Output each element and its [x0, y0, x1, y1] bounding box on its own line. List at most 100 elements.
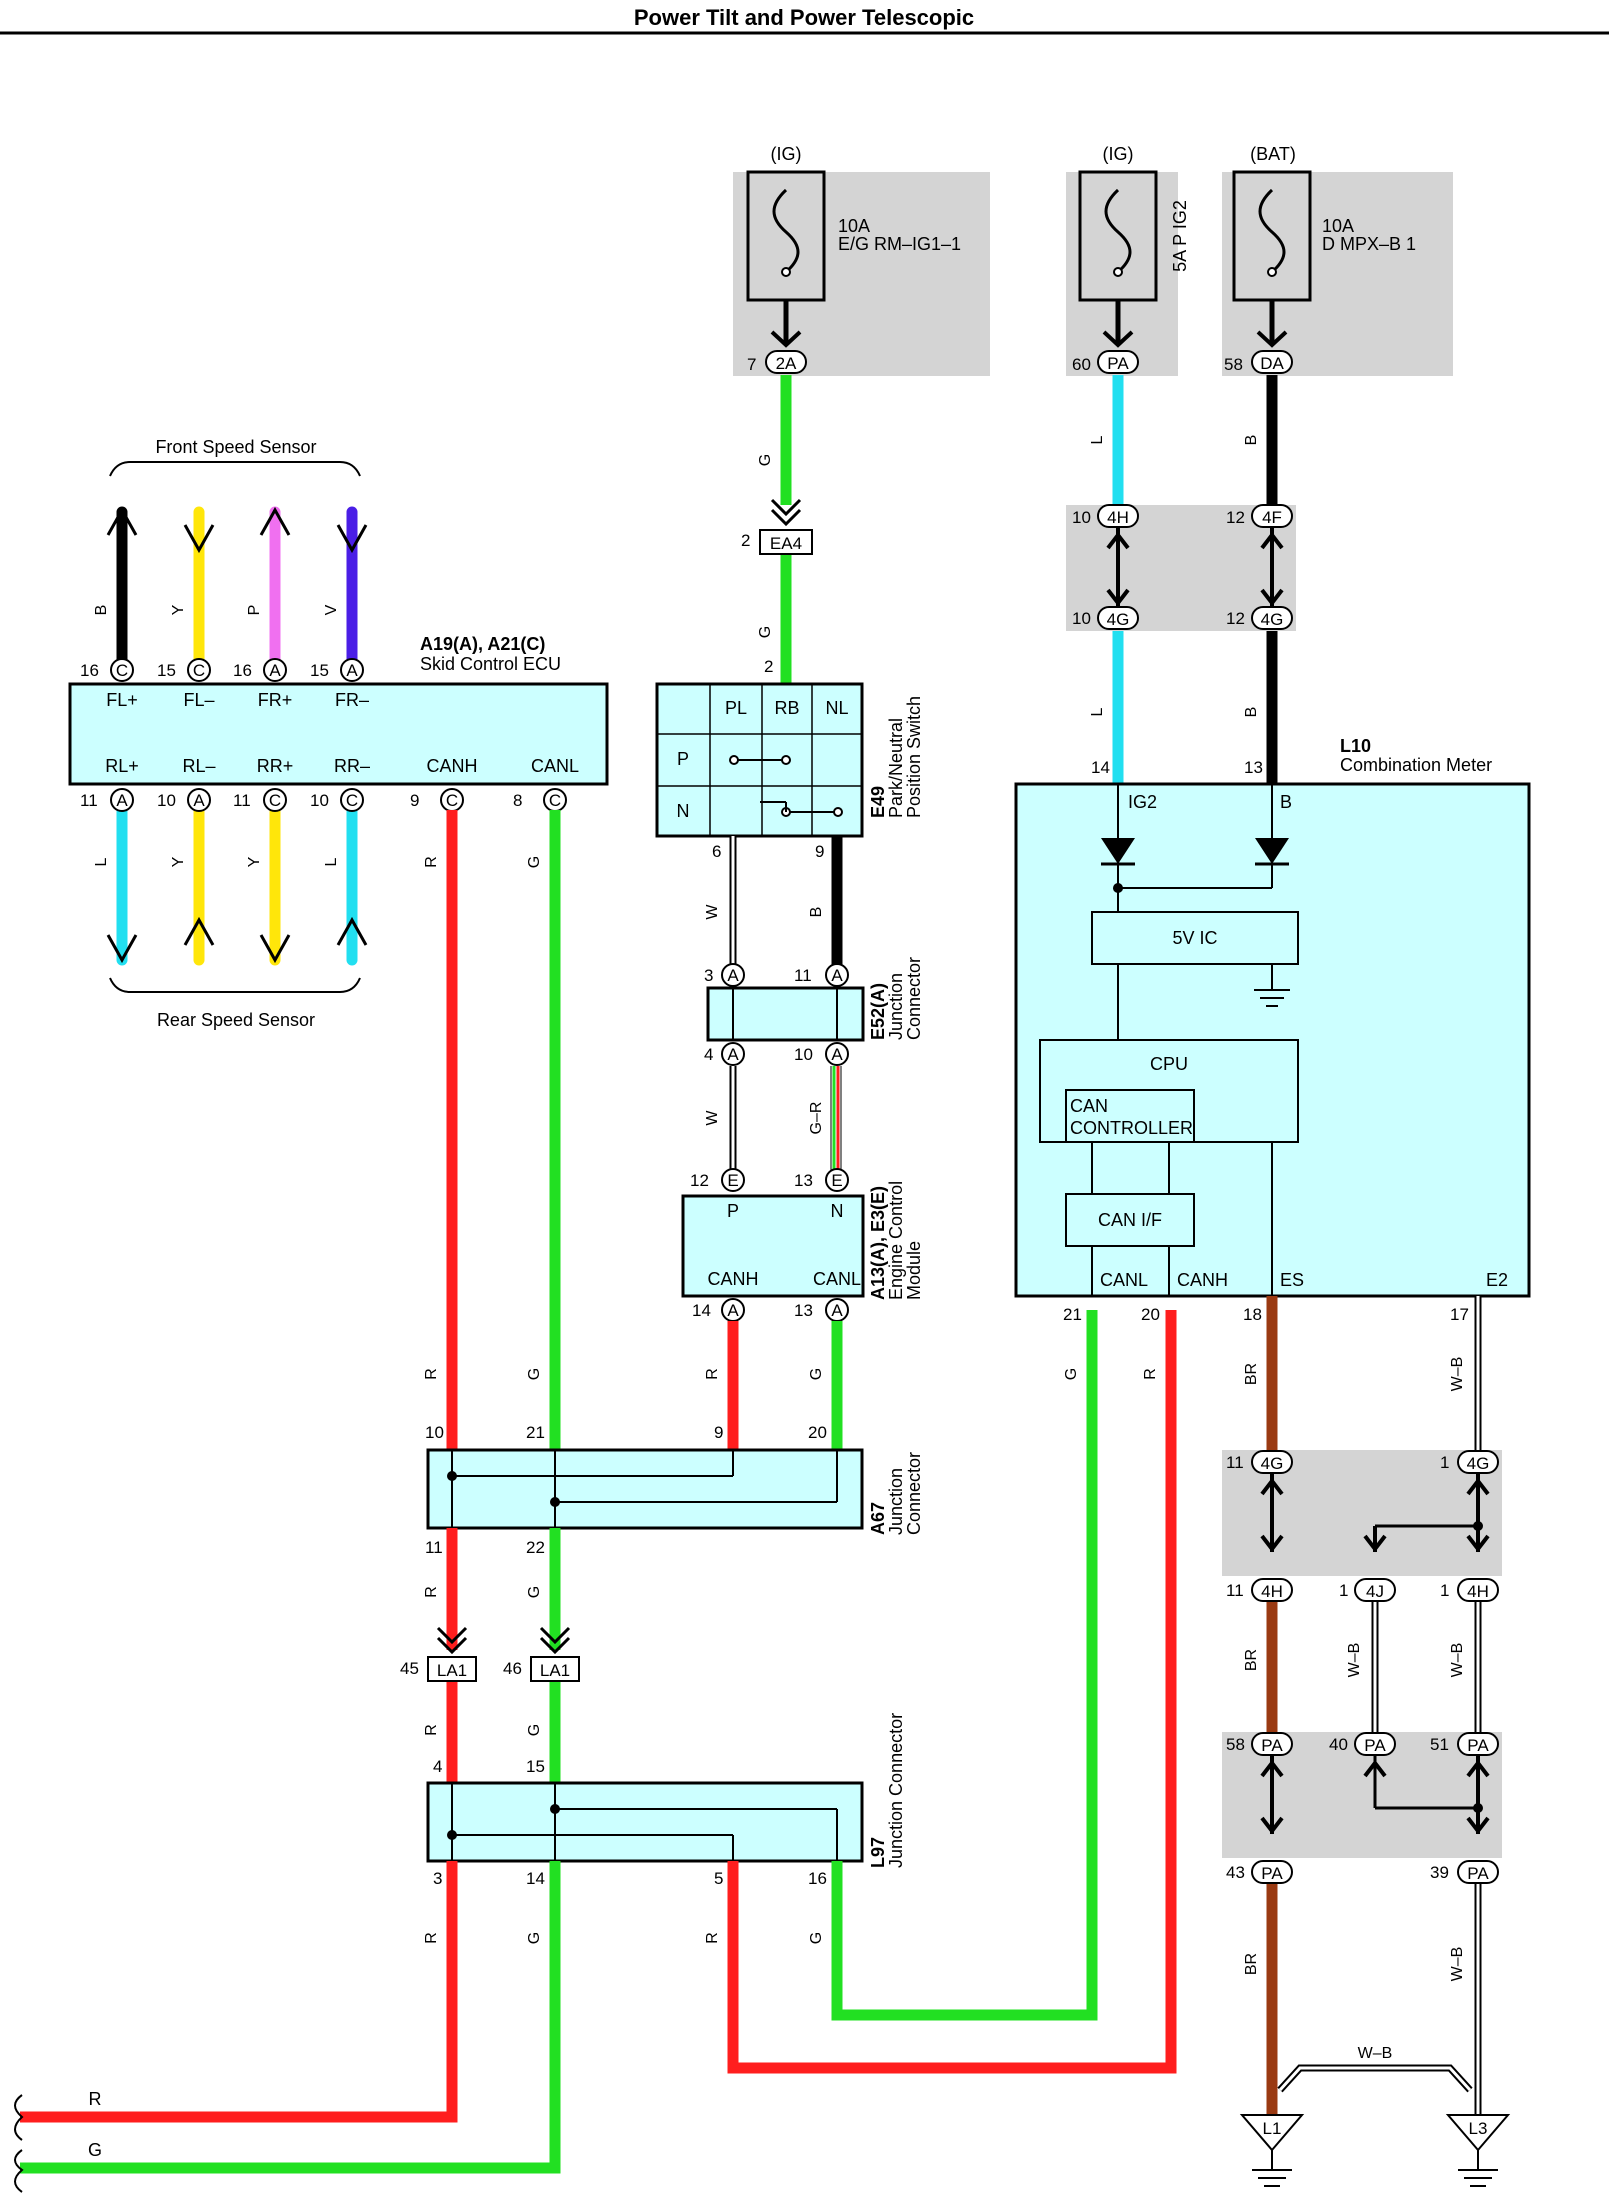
svg-text:11: 11 [794, 966, 812, 985]
svg-text:A: A [727, 966, 739, 985]
svg-text:60: 60 [1072, 355, 1091, 374]
svg-text:45: 45 [400, 1659, 419, 1678]
svg-text:3: 3 [704, 966, 713, 985]
svg-text:CANH: CANH [1177, 1270, 1228, 1290]
svg-text:A: A [727, 1301, 739, 1320]
svg-text:G: G [526, 1368, 543, 1380]
svg-text:A: A [116, 791, 128, 810]
svg-text:Combination Meter: Combination Meter [1340, 755, 1492, 775]
svg-text:RL+: RL+ [105, 756, 139, 776]
svg-text:10: 10 [157, 791, 176, 810]
svg-text:FL+: FL+ [106, 690, 138, 710]
svg-text:Y: Y [246, 856, 263, 867]
svg-text:C: C [193, 661, 205, 680]
svg-text:C: C [549, 791, 561, 810]
svg-text:CAN I/F: CAN I/F [1098, 1210, 1162, 1230]
svg-text:FR+: FR+ [258, 690, 293, 710]
svg-text:5V IC: 5V IC [1172, 928, 1217, 948]
svg-text:W–B: W–B [1346, 1643, 1363, 1678]
svg-text:G: G [808, 1932, 825, 1944]
svg-text:G: G [757, 626, 774, 638]
svg-text:15: 15 [526, 1757, 545, 1776]
svg-text:CANH: CANH [426, 756, 477, 776]
svg-text:G: G [526, 1586, 543, 1598]
svg-text:L97: L97 [868, 1837, 888, 1868]
svg-text:13: 13 [794, 1171, 813, 1190]
junction-l97: 4 15 3 14 5 16 L97 Junction Connector [426, 1713, 906, 1888]
svg-text:W–B: W–B [1449, 1947, 1466, 1982]
svg-text:L: L [1089, 707, 1106, 716]
svg-text:D MPX–B 1: D MPX–B 1 [1322, 234, 1416, 254]
svg-text:L: L [323, 857, 340, 866]
svg-text:Skid Control ECU: Skid Control ECU [420, 654, 561, 674]
svg-text:22: 22 [526, 1538, 545, 1557]
svg-text:9: 9 [410, 791, 419, 810]
svg-text:N: N [677, 801, 690, 821]
svg-text:R: R [89, 2089, 102, 2109]
svg-text:B: B [93, 605, 110, 616]
svg-text:NL: NL [825, 698, 848, 718]
svg-text:PA: PA [1107, 354, 1129, 373]
svg-text:2A: 2A [776, 354, 797, 373]
svg-text:1: 1 [1440, 1581, 1449, 1600]
svg-text:LA1: LA1 [540, 1661, 570, 1680]
svg-text:10: 10 [1072, 609, 1091, 628]
svg-text:L: L [1089, 435, 1106, 444]
svg-text:PL: PL [725, 698, 747, 718]
wires-a67-to-l97: R G 45 LA1 46 LA1 R G [400, 1528, 580, 1783]
svg-text:9: 9 [815, 842, 824, 861]
svg-text:P: P [727, 1201, 739, 1221]
svg-text:4G: 4G [1467, 1454, 1490, 1473]
svg-text:R: R [423, 1724, 440, 1736]
svg-text:15: 15 [157, 661, 176, 680]
wires-ecm-to-a67: R G [704, 1321, 843, 1450]
svg-text:12: 12 [1226, 508, 1245, 527]
svg-text:20: 20 [1141, 1305, 1160, 1324]
svg-text:PA: PA [1261, 1736, 1283, 1755]
svg-text:40: 40 [1329, 1735, 1348, 1754]
svg-text:BR: BR [1243, 1363, 1260, 1385]
svg-text:14: 14 [692, 1301, 711, 1320]
svg-text:Y: Y [170, 604, 187, 615]
svg-text:20: 20 [808, 1423, 827, 1442]
svg-text:E49: E49 [868, 786, 888, 818]
svg-text:R: R [423, 856, 440, 868]
svg-text:A: A [346, 661, 358, 680]
svg-text:G: G [526, 1932, 543, 1944]
svg-text:ES: ES [1280, 1270, 1304, 1290]
wire-fuse1-to-e49: G 2 EA4 G 2 [741, 375, 813, 683]
svg-text:RL–: RL– [182, 756, 215, 776]
svg-text:11: 11 [1226, 1581, 1244, 1600]
svg-text:R: R [704, 1368, 721, 1380]
svg-text:4G: 4G [1107, 610, 1130, 629]
svg-text:BR: BR [1243, 1649, 1260, 1671]
svg-text:L: L [93, 857, 110, 866]
svg-text:A: A [831, 966, 843, 985]
svg-text:G: G [526, 856, 543, 868]
wires-l97-out: R G R G R G [14, 1310, 1177, 2193]
svg-text:E: E [831, 1171, 842, 1190]
svg-text:A: A [831, 1045, 843, 1064]
svg-text:4: 4 [704, 1045, 713, 1064]
svg-text:R: R [704, 1932, 721, 1944]
svg-text:17: 17 [1450, 1305, 1469, 1324]
svg-text:12: 12 [690, 1171, 709, 1190]
svg-text:4H: 4H [1107, 508, 1129, 527]
svg-text:E: E [727, 1171, 738, 1190]
svg-text:4G: 4G [1261, 610, 1284, 629]
svg-text:C: C [346, 791, 358, 810]
svg-text:4J: 4J [1366, 1582, 1384, 1601]
svg-text:11: 11 [425, 1538, 443, 1557]
svg-text:Position Switch: Position Switch [904, 696, 924, 818]
svg-text:21: 21 [526, 1423, 545, 1442]
svg-text:16: 16 [808, 1869, 827, 1888]
svg-text:R: R [423, 1586, 440, 1598]
svg-text:G: G [757, 454, 774, 466]
svg-text:A: A [831, 1301, 843, 1320]
svg-text:58: 58 [1226, 1735, 1245, 1754]
svg-text:CANL: CANL [531, 756, 579, 776]
